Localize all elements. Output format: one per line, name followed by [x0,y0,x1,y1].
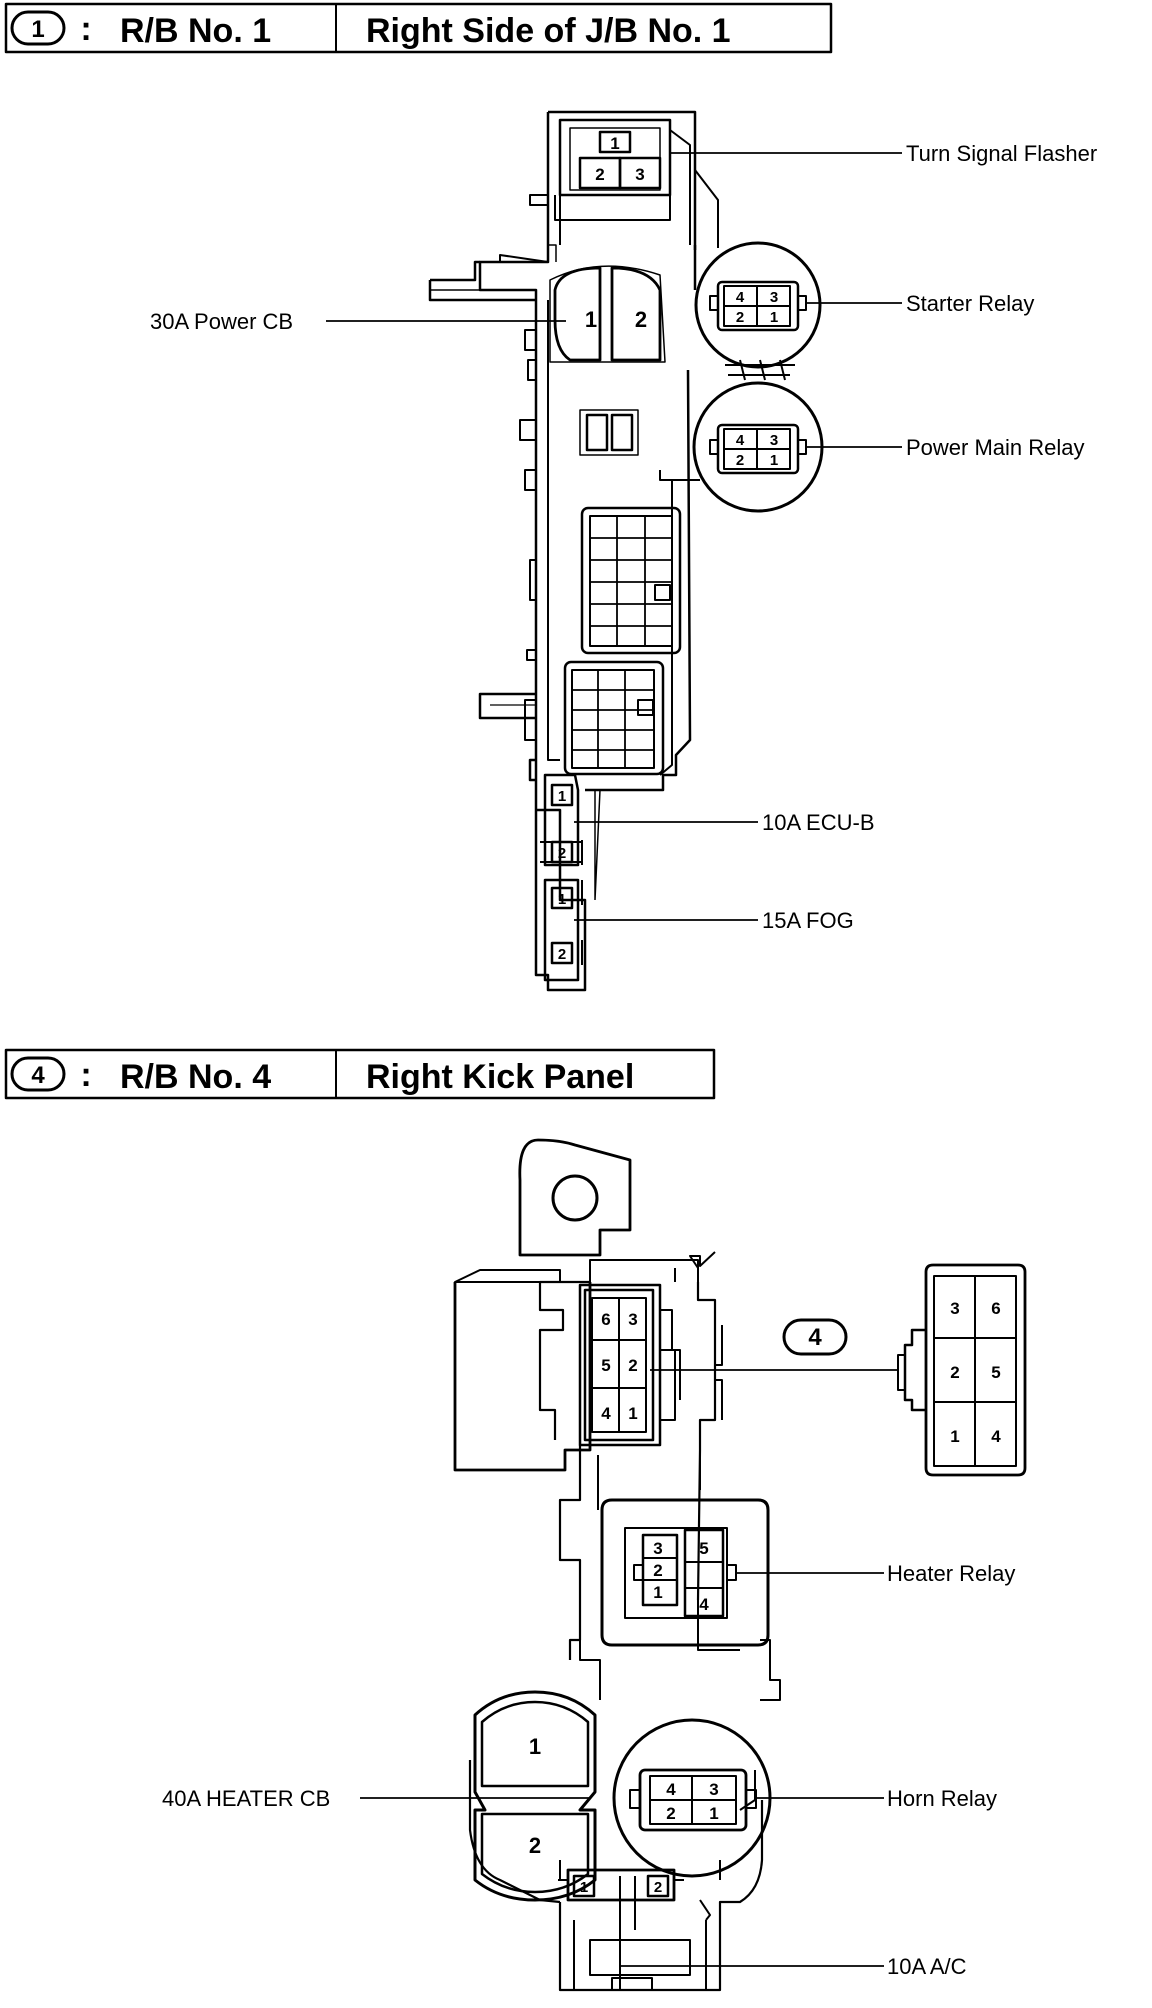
fuse-fog-15a: 1 2 [535,878,583,982]
section1-location: Right Side of J/B No. 1 [366,12,731,50]
pin-5: 5 [699,1539,708,1558]
pin-2: 2 [558,946,566,963]
label-turn-signal-flasher: Turn Signal Flasher [906,141,1097,166]
label-horn-relay: Horn Relay [887,1786,997,1811]
pin-1: 1 [770,452,778,469]
pin-6: 6 [601,1310,610,1329]
pin-2: 2 [628,1356,637,1375]
pin-1: 1 [585,307,597,332]
section4-location: Right Kick Panel [366,1058,634,1096]
pin-4: 4 [699,1595,709,1614]
rb1-grid-connector-upper [580,506,682,655]
pin-4: 4 [601,1404,611,1423]
rb4-connector-6pin: 6 3 5 2 4 1 [583,1288,655,1442]
pin-5: 5 [601,1356,610,1375]
section1-separator: : [80,10,91,48]
pin-4: 4 [666,1780,676,1799]
label-ac: 10A A/C [887,1954,967,1979]
pin-2: 2 [736,309,744,326]
starter-relay: 4 3 2 1 [694,241,822,369]
pin-4: 4 [736,432,745,449]
pin-3: 3 [950,1299,959,1318]
section4-header: 4 : R/B No. 4 Right Kick Panel [4,1048,716,1100]
rb1-block-body [428,110,795,992]
pin-4: 4 [736,289,745,306]
section1-badge [10,10,66,46]
fuse-ecu-b-10a: 1 2 [535,773,583,867]
pin-2: 2 [529,1833,541,1858]
pin-2: 2 [595,165,604,184]
pin-3: 3 [628,1310,637,1329]
pin-2: 2 [635,307,647,332]
label-starter-relay: Starter Relay [906,291,1034,316]
power-main-relay: 4 3 2 1 [692,381,824,513]
section1-header: 1 : R/B No. 1 Right Side of J/B No. 1 [4,2,833,54]
pin-1: 1 [709,1804,718,1823]
pin-6: 6 [991,1299,1000,1318]
pin-3: 3 [653,1539,662,1558]
pin-2: 2 [666,1804,675,1823]
label-ecu-b: 10A ECU-B [762,810,875,835]
pin-1: 1 [529,1734,541,1759]
pin-1: 1 [628,1404,637,1423]
pin-1: 1 [610,134,619,153]
pin-3: 3 [635,165,644,184]
rb1-grid-connector-lower [563,660,665,776]
pin-1: 1 [558,788,566,805]
heater-relay: 3 2 1 5 4 [600,1498,770,1647]
label-heater-relay: Heater Relay [887,1561,1015,1586]
label-power-cb: 30A Power CB [150,309,293,334]
turn-signal-flasher-connector: 1 2 3 [554,118,672,221]
pin-2: 2 [654,1879,662,1896]
pin-5: 5 [991,1363,1000,1382]
pin-1: 1 [770,309,778,326]
connector-4-callout-number: 4 [808,1324,822,1351]
pin-3: 3 [709,1780,718,1799]
pin-4: 4 [991,1427,1001,1446]
power-cb-30a: 1 2 [549,265,666,363]
label-fog: 15A FOG [762,908,854,933]
label-power-main-relay: Power Main Relay [906,435,1085,460]
connector-4-callout: 4 [782,1318,848,1356]
ac-fuse-leader [619,1895,884,1967]
pin-2: 2 [736,452,744,469]
section4-separator: : [80,1056,91,1094]
rb4-block-body [453,1138,781,1811]
section4-title: R/B No. 4 [120,1058,271,1096]
pin-1: 1 [950,1427,959,1446]
pin-3: 3 [770,289,778,306]
connector-4-face-view: 3 6 2 5 1 4 [897,1263,1027,1477]
section4-badge [10,1056,66,1092]
horn-relay: 4 3 2 1 [612,1718,772,1878]
pin-2: 2 [558,845,566,862]
pin-2: 2 [950,1363,959,1382]
pin-1: 1 [580,1879,588,1896]
pin-1: 1 [653,1583,662,1602]
label-heater-cb: 40A HEATER CB [162,1786,330,1811]
fuse-ac-10a: 1 2 [558,1868,684,1990]
section1-title: R/B No. 1 [120,12,271,50]
pin-1: 1 [558,891,566,908]
section1-badge-number: 1 [31,16,44,43]
pin-2: 2 [653,1561,662,1580]
section4-badge-number: 4 [31,1062,45,1089]
pin-3: 3 [770,432,778,449]
